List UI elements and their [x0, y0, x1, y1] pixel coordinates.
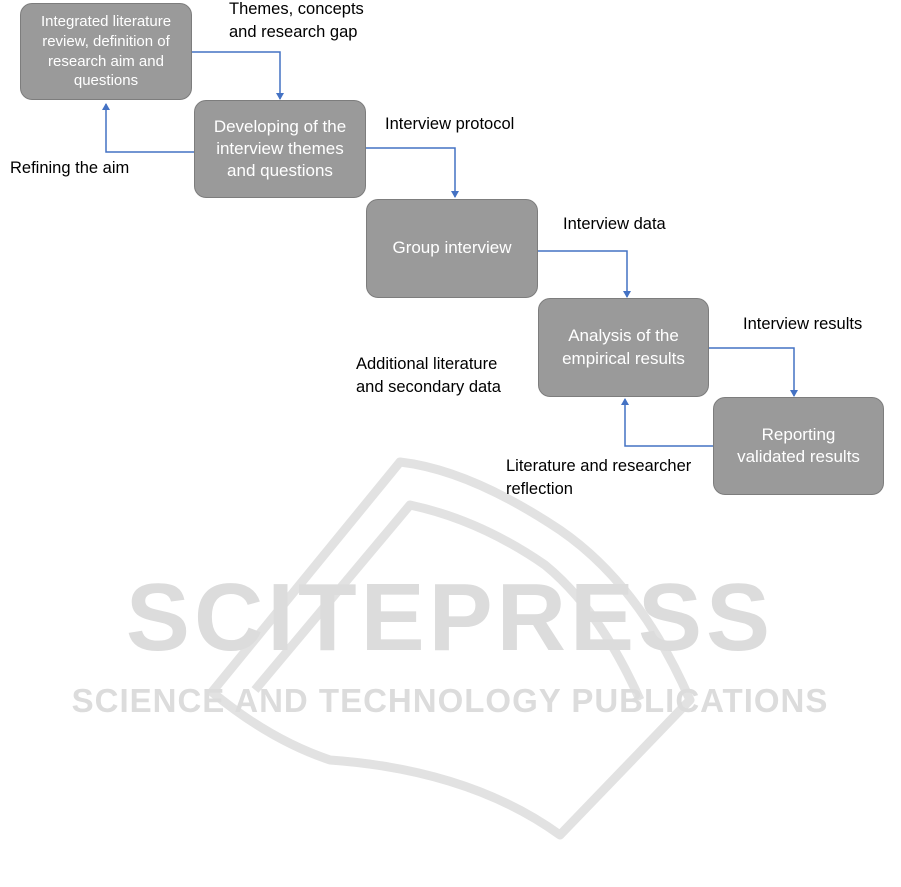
label-interview-results: Interview results: [743, 315, 863, 333]
arrow-group-interview-to-analysis: [538, 250, 631, 298]
watermark-book-outline: [207, 457, 695, 840]
arrow-developing-to-group-interview: [366, 147, 459, 198]
arrow-reporting-to-analysis: [621, 398, 713, 447]
watermark-subtitle: SCIENCE AND TECHNOLOGY PUBLICATIONS: [72, 682, 829, 719]
box-group-interview: Group interview: [366, 199, 538, 298]
arrow-developing-to-literature: [102, 103, 194, 153]
box-literature-review: Integrated literature review, definition…: [20, 3, 192, 100]
arrow-literature-to-developing: [192, 51, 284, 100]
label-additional-literature: Additional literature and secondary data: [356, 355, 501, 397]
label-literature-reflection: Literature and researcher reflection: [506, 457, 692, 499]
label-refining-aim: Refining the aim: [10, 159, 130, 177]
box-reporting: Reporting validated results: [713, 397, 884, 495]
label-interview-protocol: Interview protocol: [385, 115, 515, 133]
label-themes-concepts: Themes, concepts and research gap: [229, 0, 364, 42]
watermark-title: SCITEPRESS: [126, 564, 774, 671]
box-analysis: Analysis of the empirical results: [538, 298, 709, 397]
arrow-analysis-to-reporting: [709, 347, 798, 397]
label-interview-data: Interview data: [563, 215, 666, 233]
box-developing-themes: Developing of the interview themes and q…: [194, 100, 366, 198]
